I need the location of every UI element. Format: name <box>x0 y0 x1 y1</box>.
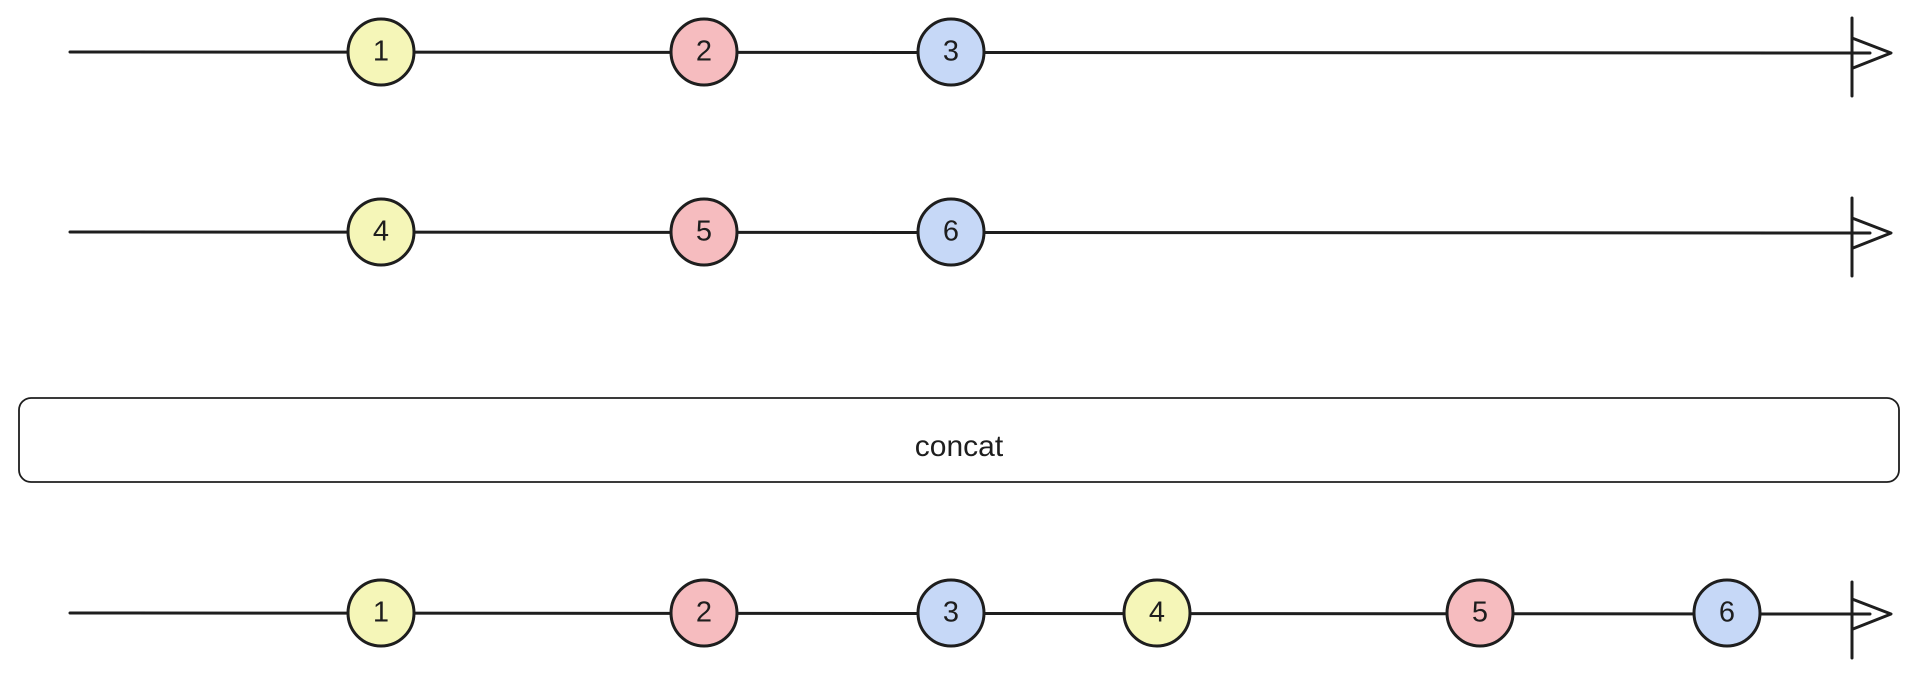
operator-box: concat <box>18 397 1900 483</box>
marble-circle <box>916 578 986 648</box>
marble-label: 5 <box>1472 597 1488 629</box>
marble-3: 3 <box>916 17 986 87</box>
marble-4: 4 <box>346 197 416 267</box>
timeline-source-2: 4 5 6 <box>68 196 1893 278</box>
arrow-head-icon <box>1850 597 1893 631</box>
marble-circle <box>1692 578 1762 648</box>
marble-circle <box>669 197 739 267</box>
marble-circle <box>346 578 416 648</box>
operator-label: concat <box>915 430 1004 463</box>
marble-circle <box>669 578 739 648</box>
marble-3: 3 <box>916 578 986 648</box>
marble-5: 5 <box>1445 578 1515 648</box>
marble-label: 5 <box>696 216 712 248</box>
marble-circle <box>346 197 416 267</box>
marble-circle <box>916 197 986 267</box>
marble-6: 6 <box>1692 578 1762 648</box>
arrow-head-icon <box>1850 216 1893 250</box>
marbles-row: 1 2 3 4 5 6 <box>346 578 1762 648</box>
marble-2: 2 <box>669 17 739 87</box>
marble-label: 2 <box>696 597 712 629</box>
marble-1: 1 <box>346 17 416 87</box>
timeline-source-1: 1 2 3 <box>68 16 1893 98</box>
marble-1: 1 <box>346 578 416 648</box>
marble-circle <box>916 17 986 87</box>
marbles-row: 4 5 6 <box>346 197 986 267</box>
marble-circle <box>669 17 739 87</box>
marble-5: 5 <box>669 197 739 267</box>
marble-label: 4 <box>373 216 389 248</box>
marble-2: 2 <box>669 578 739 648</box>
marble-circle <box>346 17 416 87</box>
marble-label: 4 <box>1149 597 1165 629</box>
marble-label: 6 <box>943 216 959 248</box>
marble-label: 2 <box>696 36 712 68</box>
timeline-output: 1 2 3 4 5 6 <box>68 578 1893 660</box>
operator-box-border <box>18 397 1900 483</box>
marble-circle <box>1122 578 1192 648</box>
marbles-row: 1 2 3 <box>346 17 986 87</box>
marble-label: 3 <box>943 36 959 68</box>
marble-6: 6 <box>916 197 986 267</box>
marble-label: 6 <box>1719 597 1735 629</box>
marble-label: 1 <box>373 36 389 68</box>
marble-label: 1 <box>373 597 389 629</box>
marble-4: 4 <box>1122 578 1192 648</box>
marble-circle <box>1445 578 1515 648</box>
marble-label: 3 <box>943 597 959 629</box>
arrow-head-icon <box>1850 36 1893 70</box>
